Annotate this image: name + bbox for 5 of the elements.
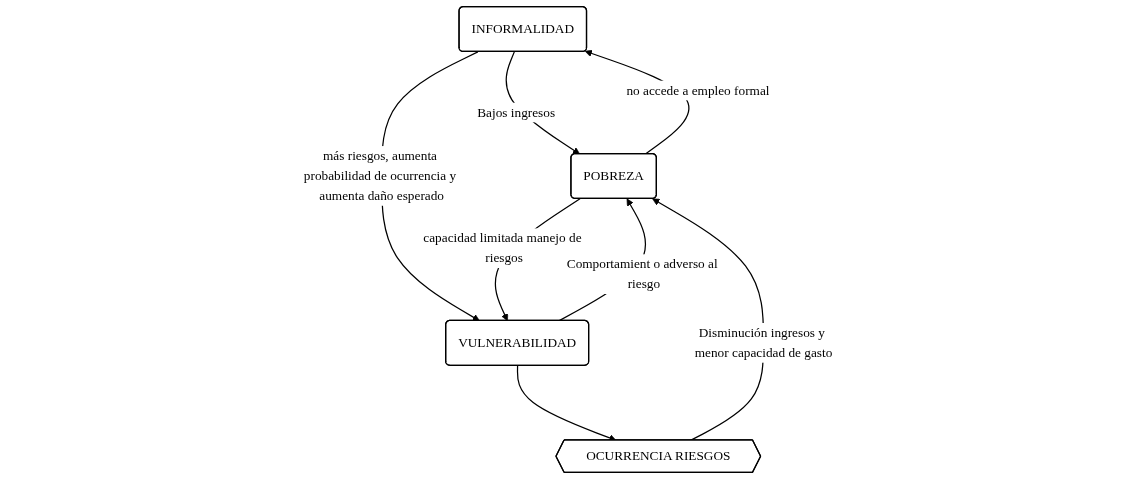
edge-label: Bajos ingresos — [477, 105, 556, 120]
edge-label: más riesgos, aumenta probabilidad de ocurrencia y aumenta daño esperado — [304, 148, 457, 203]
edge-label: no accede a empleo formal — [626, 83, 770, 98]
arrow — [652, 198, 765, 441]
edge-label: Disminución ingresos y menor capacidad de gasto — [695, 325, 833, 360]
